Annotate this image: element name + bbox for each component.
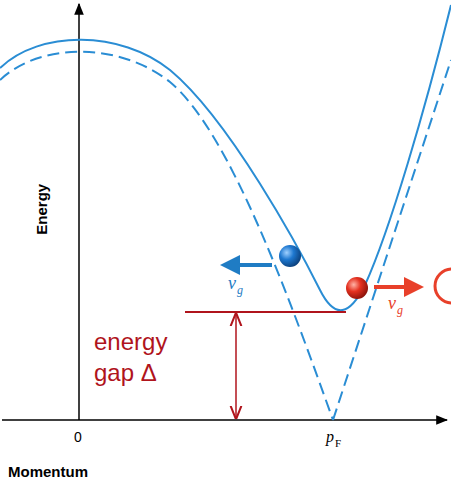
velocity-label: v [228, 274, 236, 294]
gap-arrow [235, 314, 237, 418]
dashed-dispersion [0, 52, 333, 420]
x-axis [2, 419, 447, 421]
tick-label: p [326, 428, 334, 446]
dashed-dispersion [333, 60, 451, 420]
red-particle [346, 277, 368, 299]
velocity-subscript: g [397, 304, 403, 317]
y-axis [78, 4, 80, 420]
partial-circle [435, 269, 451, 303]
velocity-label: v [388, 294, 396, 314]
blue-particle [279, 245, 301, 267]
axis-title: Energy [34, 179, 51, 239]
gap-level [185, 311, 346, 313]
velocity-arrow [374, 285, 420, 289]
velocity-subscript: g [237, 284, 243, 297]
tick-subscript: F [335, 437, 341, 449]
tick-label: 0 [74, 430, 82, 445]
velocity-arrow [224, 263, 272, 267]
gap-label: energy gap Δ [94, 326, 204, 388]
solid-dispersion [0, 5, 451, 310]
axis-title: Momentum [8, 464, 88, 481]
